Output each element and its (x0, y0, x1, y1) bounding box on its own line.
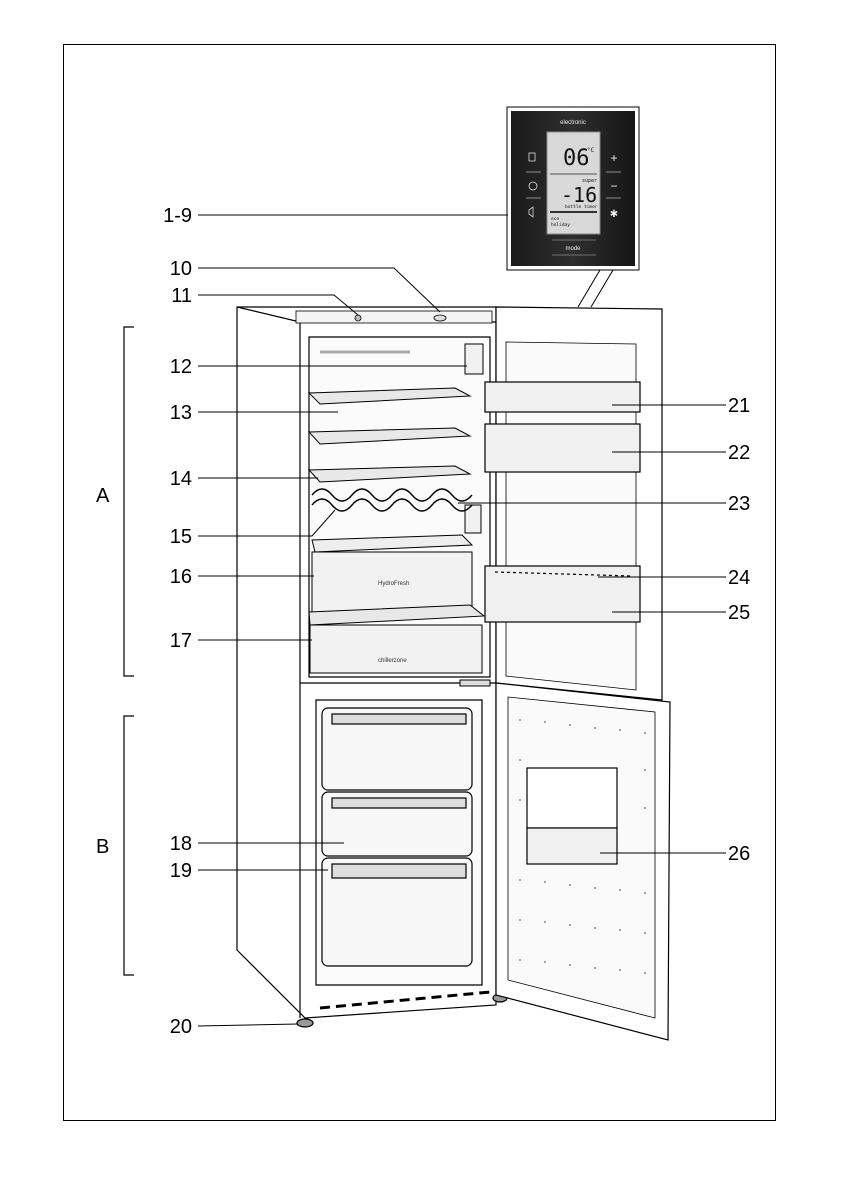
label-22: 22 (728, 442, 750, 464)
left-buttons (526, 152, 541, 218)
chiller-drawer-17 (309, 624, 483, 674)
label-25: 25 (728, 602, 750, 624)
hydrofresh-drawer-16 (311, 551, 473, 613)
label-15: 15 (170, 526, 192, 548)
holiday-label: holiday (551, 222, 570, 228)
section-a-label: A (96, 485, 110, 507)
label-23: 23 (728, 493, 750, 515)
fridge-unit: °C (587, 147, 595, 154)
control-panel: electronic 06 °C super -16 bottle timer … (506, 106, 640, 308)
chiller-label: chillerzone (378, 658, 407, 664)
freezer-drawers (321, 707, 473, 967)
freezer-drawer-19 (321, 857, 473, 967)
label-1-9: 1-9 (163, 205, 192, 227)
label-10: 10 (170, 258, 192, 280)
label-24: 24 (728, 567, 750, 589)
snowflake-icon[interactable]: ✱ (610, 209, 618, 220)
mode-button[interactable]: mode (565, 246, 581, 252)
shelf-13 (307, 387, 472, 405)
bottle-icon[interactable] (528, 152, 536, 162)
fan-12 (464, 343, 484, 375)
plus-button[interactable]: + (610, 151, 617, 165)
right-buttons: + − ✱ (606, 151, 621, 220)
freezer-door (495, 682, 671, 1041)
leader-lines (197, 214, 726, 1027)
bottle-rack-15 (311, 488, 473, 502)
label-17: 17 (170, 630, 192, 652)
label-13: 13 (170, 402, 192, 424)
fridge-interior: HydroFresh chillerzone (307, 343, 491, 687)
freezer-temp: -16 (561, 183, 597, 207)
label-20: 20 (170, 1016, 192, 1038)
shelf-14a (307, 427, 472, 445)
door-shelf-21 (484, 381, 641, 413)
eco-label: eco (551, 217, 559, 222)
ice-tray-box (526, 767, 618, 829)
minus-button[interactable]: − (610, 179, 617, 193)
alarm-off-icon[interactable] (528, 206, 534, 218)
panel-brand: electronic (560, 120, 586, 126)
bracket-b (123, 715, 134, 976)
timer-icon[interactable] (528, 181, 538, 191)
label-12: 12 (170, 356, 192, 378)
label-11: 11 (171, 285, 192, 307)
hydrofresh-label: HydroFresh (378, 581, 409, 587)
label-26: 26 (728, 843, 750, 865)
foot-20 (296, 1018, 314, 1028)
section-b-label: B (96, 836, 109, 858)
label-19: 19 (170, 860, 192, 882)
door-dots (519, 719, 646, 974)
bottle-label: bottle timer (565, 204, 598, 210)
bracket-a (123, 326, 134, 677)
figure-frame (63, 44, 776, 1121)
super-label: super (582, 178, 597, 184)
sensor-11 (354, 314, 362, 322)
freezer-drawer-top (321, 707, 473, 791)
fridge-temp: 06 (563, 146, 590, 171)
label-16: 16 (170, 566, 192, 588)
freezing-calendar-26 (526, 827, 618, 865)
label-21: 21 (728, 395, 750, 417)
lcd-display (546, 131, 601, 235)
door-shelf-22 (484, 423, 641, 473)
egg-tray-door-shelf (484, 565, 641, 623)
light-10 (433, 314, 447, 322)
section-brackets (123, 326, 134, 976)
label-18: 18 (170, 833, 192, 855)
label-14: 14 (170, 468, 192, 490)
